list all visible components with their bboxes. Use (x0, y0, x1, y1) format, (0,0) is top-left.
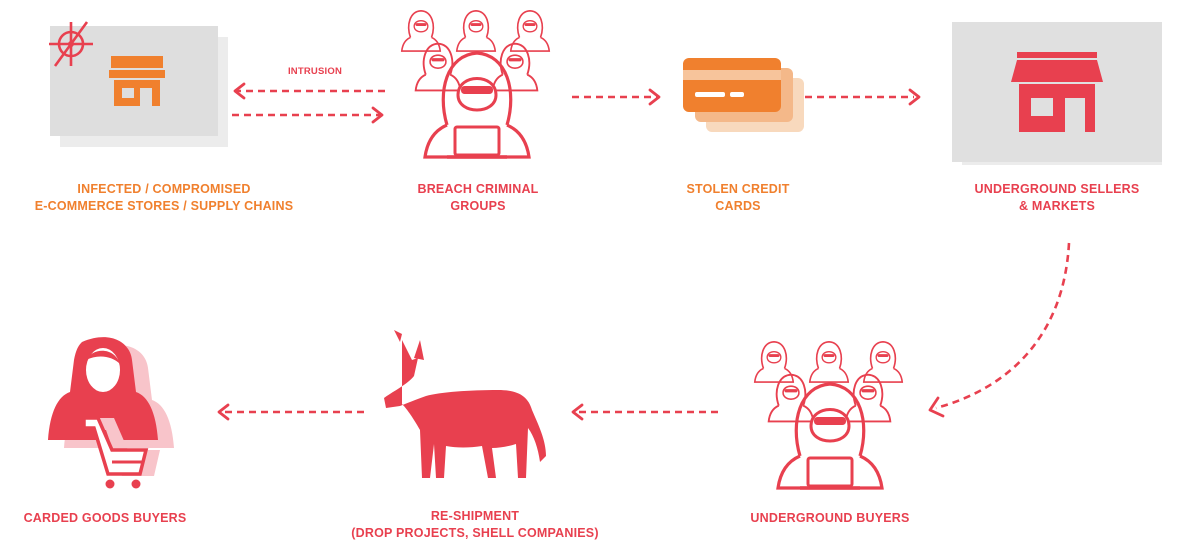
breach-groups-node (400, 9, 551, 159)
arrow-markets-to-buyers (935, 242, 1071, 410)
hooded-hacker-icon (400, 9, 551, 159)
label-line: BREACH CRIMINAL (417, 182, 539, 196)
reshipment-label: RE-SHIPMENT (DROP PROJECTS, SHELL COMPAN… (315, 508, 635, 542)
sellers-markets-label: UNDERGROUND SELLERS & MARKETS (945, 181, 1169, 215)
label-line: & MARKETS (1018, 199, 1096, 213)
label-line: CARDED GOODS BUYERS (23, 511, 187, 525)
hooded-hacker-icon (753, 340, 904, 490)
target-icon (49, 21, 93, 67)
storefront-icon (1011, 52, 1103, 132)
credit-card-icon (683, 58, 804, 132)
label-line: E-COMMERCE STORES / SUPPLY CHAINS (34, 199, 294, 213)
infected-stores-label: INFECTED / COMPROMISED E-COMMERCE STORES… (14, 181, 314, 215)
shopper-cart-icon (48, 337, 174, 489)
label-line: (DROP PROJECTS, SHELL COMPANIES) (351, 526, 599, 540)
underground-buyers-label: UNDERGROUND BUYERS (725, 510, 935, 527)
stolen-cards-node (683, 58, 804, 132)
carded-buyers-label: CARDED GOODS BUYERS (10, 510, 200, 527)
storefront-icon (109, 56, 165, 106)
label-line: GROUPS (450, 199, 506, 213)
infected-stores-node (49, 21, 228, 147)
sellers-markets-node (952, 22, 1162, 165)
label-line: CARDS (715, 199, 761, 213)
breach-groups-label: BREACH CRIMINAL GROUPS (388, 181, 568, 215)
label-line: STOLEN CREDIT (686, 182, 790, 196)
label-line: RE-SHIPMENT (430, 509, 520, 523)
label-line: UNDERGROUND SELLERS (974, 182, 1140, 196)
intrusion-label: INTRUSION (287, 66, 343, 77)
carded-buyers-node (48, 337, 174, 489)
donkey-mule-icon (384, 330, 546, 478)
label-line: INFECTED / COMPROMISED (77, 182, 251, 196)
stolen-cards-label: STOLEN CREDIT CARDS (648, 181, 828, 215)
label-line: UNDERGROUND BUYERS (750, 511, 910, 525)
reshipment-node (384, 330, 546, 478)
underground-buyers-node (753, 340, 904, 490)
